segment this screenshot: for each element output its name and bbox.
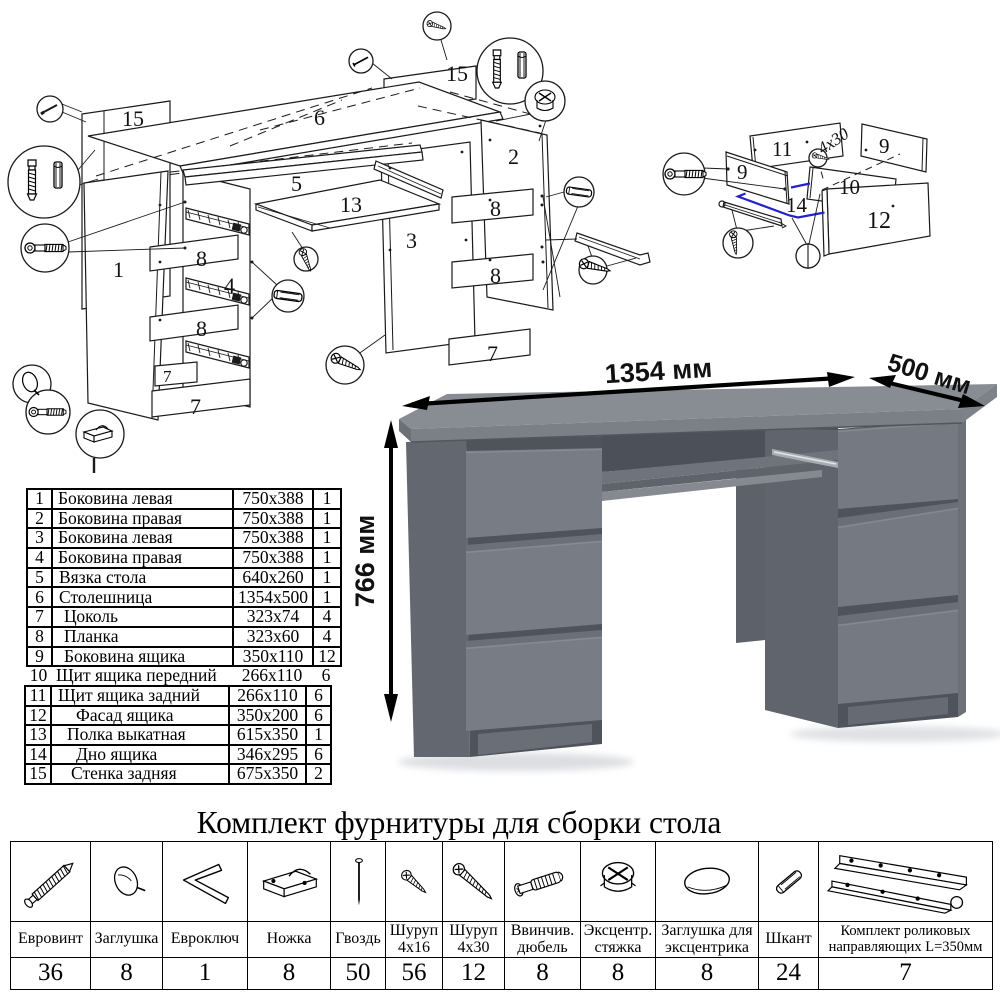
svg-text:14: 14 [786, 193, 808, 217]
svg-text:8: 8 [196, 316, 207, 341]
svg-text:8: 8 [490, 263, 501, 288]
svg-text:15: 15 [446, 61, 468, 86]
svg-text:11: 11 [772, 137, 792, 161]
svg-text:8: 8 [196, 246, 207, 271]
svg-text:7: 7 [163, 367, 172, 386]
svg-text:13: 13 [340, 192, 362, 217]
svg-text:7: 7 [190, 394, 201, 419]
svg-text:1: 1 [113, 257, 124, 282]
svg-text:15: 15 [122, 106, 144, 131]
svg-text:8: 8 [490, 196, 501, 221]
svg-text:7: 7 [487, 341, 498, 366]
svg-text:12: 12 [867, 208, 891, 234]
svg-text:2: 2 [508, 144, 519, 169]
svg-text:3: 3 [406, 228, 417, 253]
svg-text:9: 9 [737, 160, 748, 184]
svg-text:6: 6 [314, 105, 325, 130]
svg-text:5: 5 [291, 171, 302, 196]
svg-text:766 мм: 766 мм [350, 515, 380, 608]
svg-text:9: 9 [879, 134, 890, 158]
svg-text:10: 10 [839, 175, 860, 199]
svg-text:4: 4 [224, 273, 235, 298]
svg-text:1354 мм: 1354 мм [604, 353, 713, 390]
